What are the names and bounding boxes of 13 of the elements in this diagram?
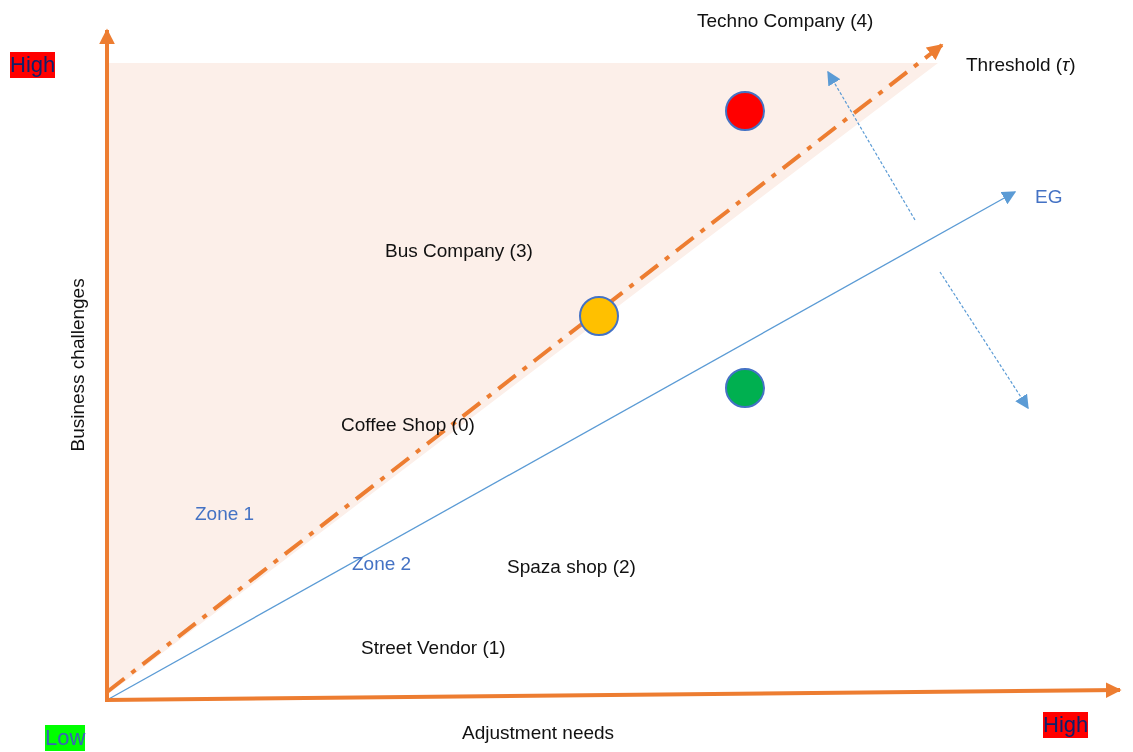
zone-label: Zone 1	[195, 503, 255, 525]
point-label: Bus Company (3)	[385, 240, 533, 262]
point-label: Street Vendor (1)	[361, 637, 506, 659]
point-label: Techno Company (4)	[697, 10, 874, 32]
point-label: Spaza shop (2)	[507, 556, 636, 578]
axis-title: Adjustment needs	[462, 722, 615, 744]
axis-level-label: High	[1043, 712, 1089, 739]
axis-title: Business challenges	[67, 277, 89, 454]
point-label: Coffee Shop (0)	[341, 414, 475, 436]
threshold-label: Threshold (τ)	[966, 54, 1076, 76]
axis-level-label: High	[10, 52, 56, 79]
zone-label: Zone 2	[352, 553, 412, 575]
line-label: EG	[1035, 186, 1063, 208]
